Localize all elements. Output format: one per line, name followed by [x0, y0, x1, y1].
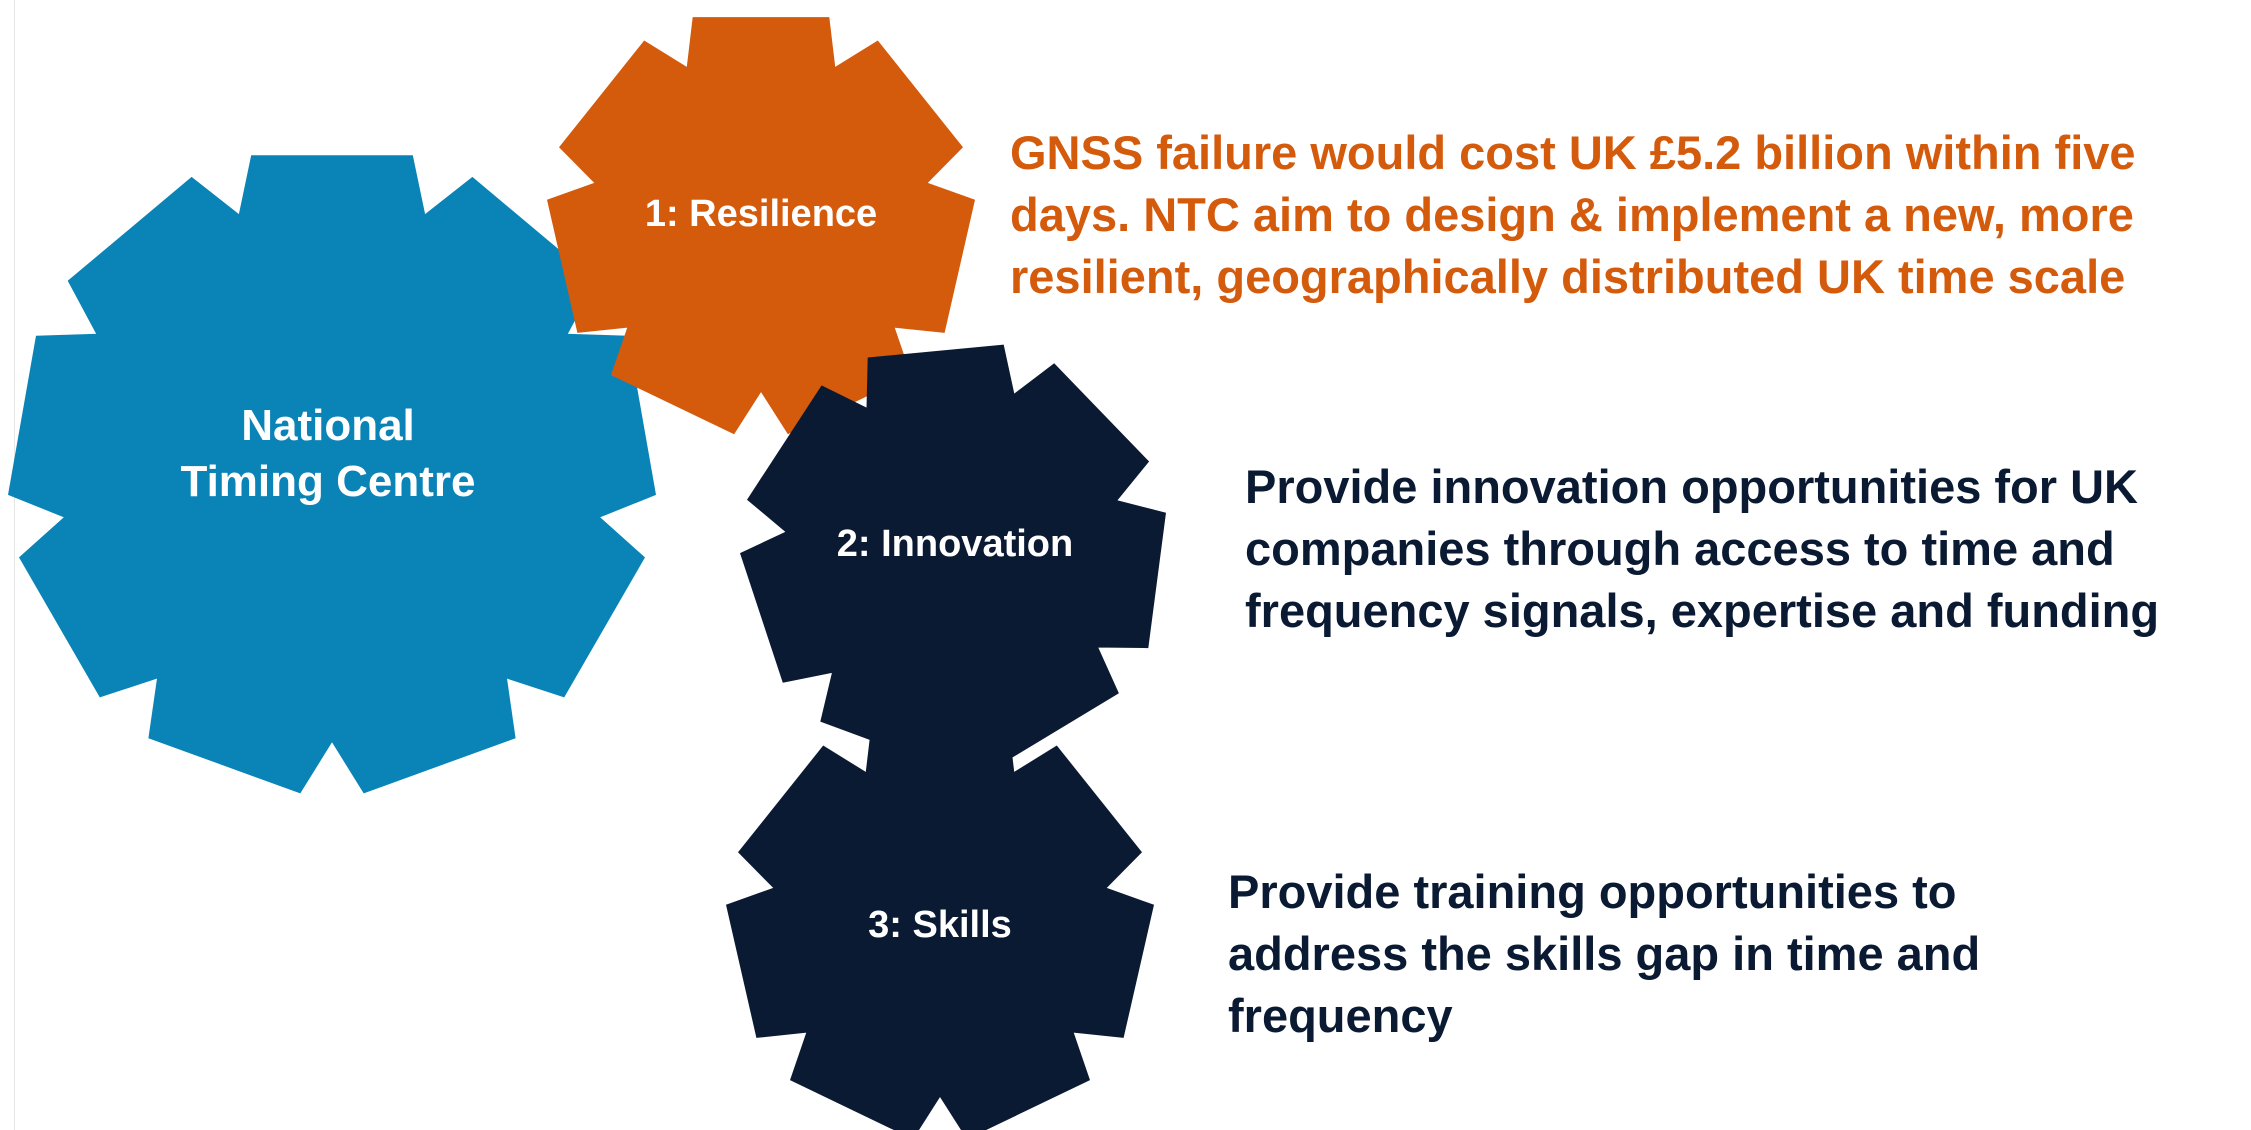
resilience-description-line-1: GNSS failure would cost UK £5.2 billion … [1010, 126, 2136, 179]
skills-description-line-2: address the skills gap in time and [1228, 927, 1981, 980]
resilience-description-line-3: resilient, geographically distributed UK… [1010, 250, 2126, 303]
innovation-description: Provide innovation opportunities for UK … [1245, 456, 2159, 642]
innovation-description-line-1: Provide innovation opportunities for UK [1245, 460, 2138, 513]
resilience-description: GNSS failure would cost UK £5.2 billion … [1010, 122, 2136, 308]
innovation-description-line-3: frequency signals, expertise and funding [1245, 584, 2160, 637]
skills-description-line-1: Provide training opportunities to [1228, 865, 1957, 918]
skills-description: Provide training opportunities to addres… [1228, 861, 1980, 1047]
resilience-gear-label: 1: Resilience [645, 193, 877, 235]
resilience-description-line-2: days. NTC aim to design & implement a ne… [1010, 188, 2134, 241]
skills-gear [726, 722, 1154, 1130]
skills-gear-label: 3: Skills [868, 904, 1012, 946]
skills-description-line-3: frequency [1228, 989, 1453, 1042]
national-timing-centre-gear [8, 155, 656, 794]
innovation-gear [740, 344, 1166, 769]
slide-left-border [14, 0, 15, 1130]
resilience-gear [547, 17, 975, 435]
ntc-gear-label-line1: National [241, 401, 415, 450]
ntc-gear-label-line2: Timing Centre [180, 457, 475, 506]
innovation-description-line-2: companies through access to time and [1245, 522, 2115, 575]
innovation-gear-label: 2: Innovation [837, 523, 1073, 565]
